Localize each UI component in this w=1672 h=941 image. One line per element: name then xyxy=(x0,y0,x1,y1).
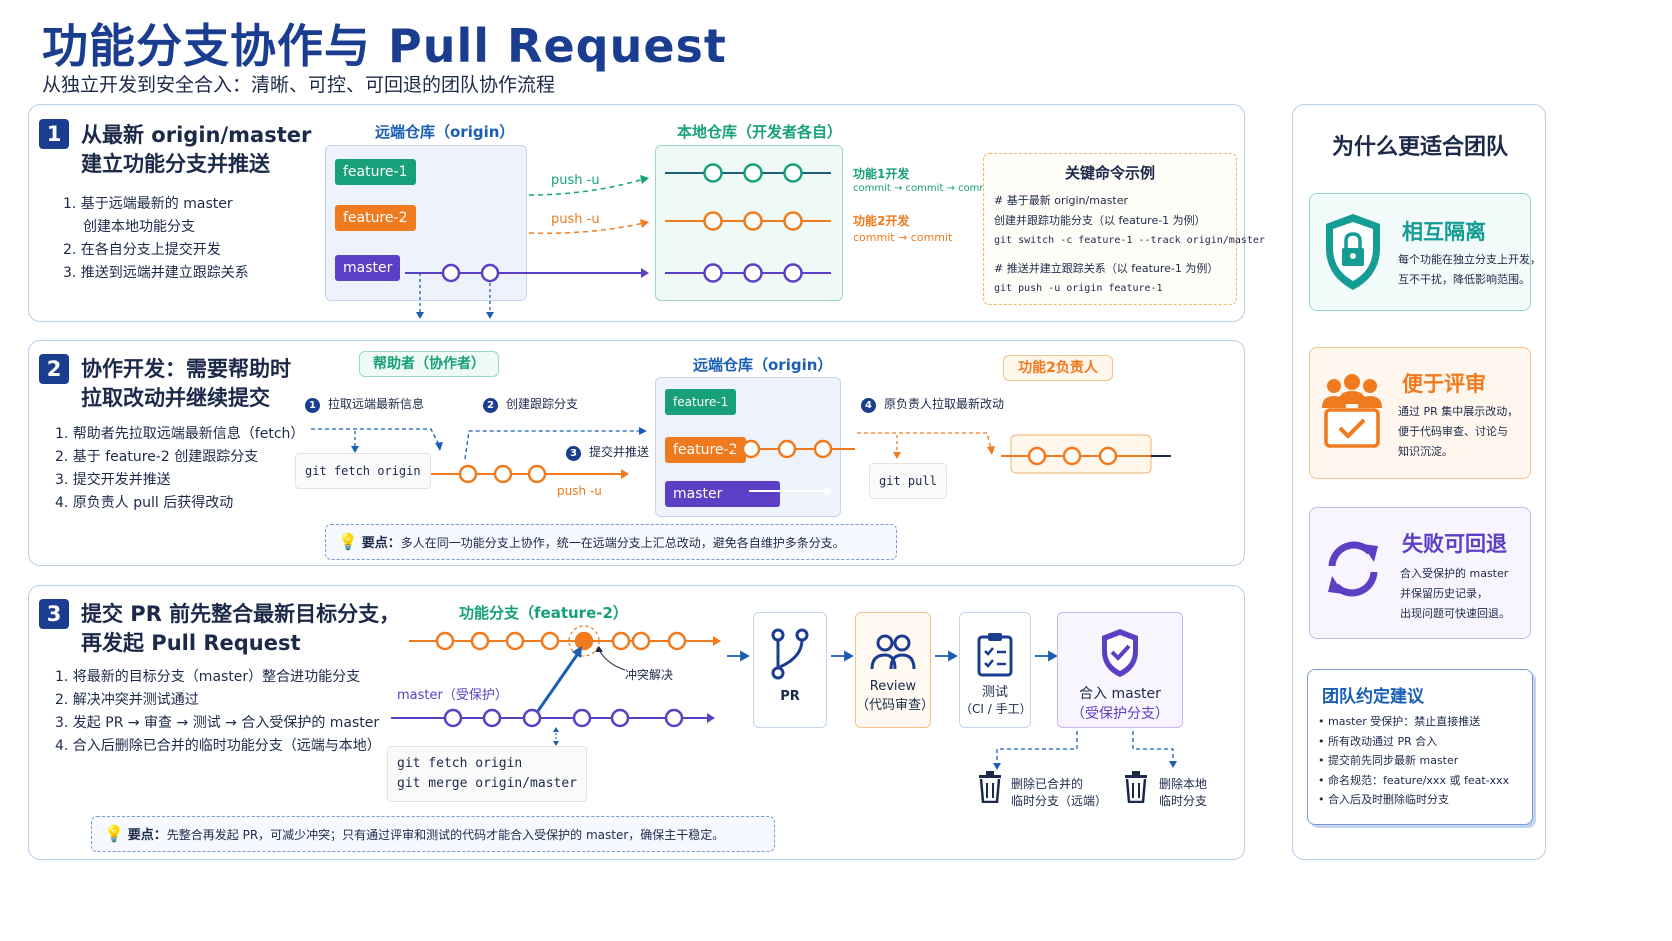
branch-feature-2: feature-2 xyxy=(335,205,416,231)
card-review: 便于评审 通过 PR 集中展示改动，便于代码审查、讨论与知识沉淀。 xyxy=(1309,347,1531,479)
delete-remote-text: 删除已合并的临时分支（远端） xyxy=(1011,777,1108,808)
branch-master-s2: master xyxy=(665,481,781,507)
section-3-panel: 3 提交 PR 前先整合最新目标分支， 再发起 Pull Request 1. … xyxy=(28,585,1245,860)
flow-review-sub: （代码审查） xyxy=(856,698,935,713)
branch-feature-1-s2: feature-1 xyxy=(665,389,737,415)
page-title: 功能分支协作与 Pull Request xyxy=(42,19,727,73)
section-2-steps: 1. 帮助者先拉取远端最新信息（fetch） 2. 基于 feature-2 创… xyxy=(55,426,305,511)
shield-check-icon xyxy=(1102,629,1138,677)
team-check-icon xyxy=(1322,374,1382,448)
shield-lock-icon xyxy=(1326,214,1380,290)
card-review-desc: 通过 PR 集中展示改动，便于代码审查、讨论与知识沉淀。 xyxy=(1398,405,1519,458)
flow-pr: PR xyxy=(753,612,827,728)
rule-item: • master 受保护：禁止直接推送 xyxy=(1318,715,1481,728)
flow-review-label: Review xyxy=(869,679,917,694)
conflict-label: 冲突解决 xyxy=(625,668,674,682)
rule-item: • 命名规范：feature/xxx 或 feat-xxx xyxy=(1318,773,1510,787)
section-2-graph xyxy=(311,427,1171,496)
refresh-icon xyxy=(1328,541,1378,597)
flow-merge-label: 合入 master xyxy=(1079,686,1161,702)
team-rules-title: 团队约定建议 xyxy=(1322,687,1424,707)
section-3-commands: git fetch origin git merge origin/master xyxy=(387,746,588,802)
rule-item: • 合入后及时删除临时分支 xyxy=(1318,793,1449,806)
branch-feature-1: feature-1 xyxy=(335,159,416,185)
flow-merge-sub: （受保护分支） xyxy=(1071,706,1169,722)
team-rules-card: 团队约定建议 • master 受保护：禁止直接推送 • 所有改动通过 PR 合… xyxy=(1307,669,1533,825)
card-rollback-title: 失败可回退 xyxy=(1402,532,1507,556)
side-title: 为什么更适合团队 xyxy=(1331,135,1508,160)
master-protected-label: master（受保护） xyxy=(397,688,508,703)
cmd-git-pull: git pull xyxy=(869,463,947,499)
section-1-steps: 1. 基于远端最新的 master 创建本地功能分支 2. 在各自分支上提交开发… xyxy=(63,196,249,281)
dev2-title: 功能2开发 xyxy=(853,214,910,228)
command-example-title: 关键命令示例 xyxy=(1064,164,1155,182)
section-1-panel: 1 从最新 origin/master 建立功能分支并推送 1. 基于远端最新的… xyxy=(28,104,1265,322)
owner-label: 功能2负责人 xyxy=(1003,355,1113,381)
team-rules-list: • master 受保护：禁止直接推送 • 所有改动通过 PR 合入 • 提交前… xyxy=(1318,712,1509,810)
flow-test: 测试 （CI / 手工） xyxy=(959,612,1032,728)
rule-item: • 所有改动通过 PR 合入 xyxy=(1318,734,1438,748)
section-1-number: 1 xyxy=(39,119,69,149)
rule-item: • 提交前先同步最新 master xyxy=(1318,754,1459,767)
lightbulb-icon: 💡 xyxy=(104,824,124,843)
people-icon xyxy=(870,634,916,670)
helper-label: 帮助者（协作者） xyxy=(359,351,499,377)
git-branch-icon xyxy=(771,628,809,680)
side-panel: 为什么更适合团队 相互隔离 每个功能在独立分支上开发，互不干扰，降低影响范围。 … xyxy=(1292,104,1546,860)
card-isolation: 相互隔离 每个功能在独立分支上开发，互不干扰，降低影响范围。 xyxy=(1309,193,1541,311)
section-1-graph xyxy=(405,163,831,319)
trash-icon-remote xyxy=(979,771,1001,803)
section-3-title: 提交 PR 前先整合最新目标分支， 再发起 Pull Request xyxy=(81,602,401,655)
card-review-title: 便于评审 xyxy=(1402,372,1486,396)
flow-test-sub: （CI / 手工） xyxy=(960,702,1032,716)
section-3-tip: 💡 要点：先整合再发起 PR，可减少冲突；只有通过评审和测试的代码才能合入受保护… xyxy=(91,816,775,852)
cmd-git-fetch: git fetch origin xyxy=(295,453,431,489)
section-3-number: 3 xyxy=(39,599,69,629)
local-repo-label: 本地仓库（开发者各自） xyxy=(677,123,843,141)
card-isolation-title: 相互隔离 xyxy=(1402,220,1486,244)
section-2-number: 2 xyxy=(39,354,69,384)
section-2-tip: 💡 要点：多人在同一功能分支上协作，统一在远端分支上汇总改动，避免各自维护多条分… xyxy=(325,524,897,560)
section-3-steps: 1. 将最新的目标分支（master）整合进功能分支 2. 解决冲突并测试通过 … xyxy=(55,669,381,754)
command-example-box: 关键命令示例 # 基于最新 origin/master 创建并跟踪功能分支（以 … xyxy=(983,153,1265,305)
section-1-title: 从最新 origin/master 建立功能分支并推送 xyxy=(81,123,312,176)
delete-local-text: 删除本地临时分支 xyxy=(1159,777,1208,808)
dev2-sub: commit → commit xyxy=(853,231,953,244)
section-2-title: 协作开发：需要帮助时 拉取改动并继续提交 xyxy=(81,357,291,410)
push-label-1: push -u xyxy=(551,173,600,188)
card-isolation-desc: 每个功能在独立分支上开发，互不干扰，降低影响范围。 xyxy=(1398,253,1541,286)
push-label-s2: push -u xyxy=(557,484,602,498)
remote-repo-label-2: 远端仓库（origin） xyxy=(693,356,833,374)
flow-merge: 合入 master （受保护分支） xyxy=(1057,612,1183,728)
flow-review: Review （代码审查） xyxy=(855,612,935,728)
feature-branch-label: 功能分支（feature-2） xyxy=(459,604,628,622)
push-label-2: push -u xyxy=(551,212,600,227)
lightbulb-icon: 💡 xyxy=(338,532,358,551)
page-subtitle: 从独立开发到安全合入：清晰、可控、可回退的团队协作流程 xyxy=(42,74,556,96)
remote-repo-label: 远端仓库（origin） xyxy=(375,123,515,141)
section-2-panel: 2 协作开发：需要帮助时 拉取改动并继续提交 1. 帮助者先拉取远端最新信息（f… xyxy=(28,340,1245,566)
dev1-sub: commit → commit → commit xyxy=(853,183,996,194)
clipboard-check-icon xyxy=(977,633,1013,677)
trash-icon-local xyxy=(1125,771,1147,803)
section-3-graph xyxy=(391,625,1177,770)
branch-master: master xyxy=(335,255,401,281)
dev1-title: 功能1开发 xyxy=(853,167,910,181)
flow-pr-label: PR xyxy=(780,689,800,704)
flow-test-label: 测试 xyxy=(981,685,1008,700)
